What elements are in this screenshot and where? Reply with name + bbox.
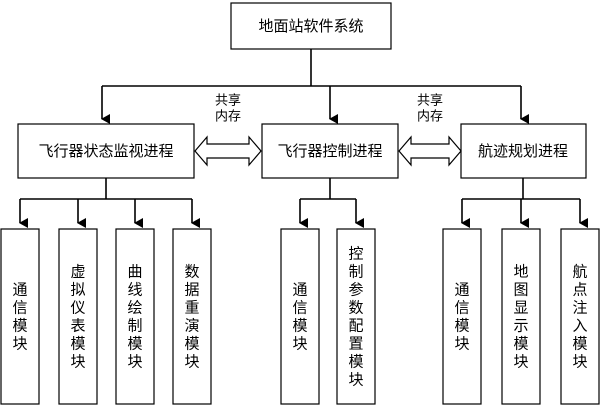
- root-label: 地面站软件系统: [258, 17, 363, 35]
- module-box: [501, 228, 541, 405]
- double-arrow-icon: [398, 135, 462, 167]
- module-box: [442, 228, 482, 405]
- module-label: 通信模块: [454, 281, 469, 353]
- module-control-0: 通信模块: [280, 228, 320, 405]
- module-planning-1: 地图显示模块: [501, 228, 541, 405]
- module-control-1: 控制参数配置模块: [336, 228, 376, 405]
- shared-memory-left: 共享 内存: [194, 93, 262, 167]
- module-label: 曲线绘制模块: [127, 263, 142, 371]
- shared-memory-right: 共享 内存: [398, 93, 462, 167]
- module-label: 地图显示模块: [513, 263, 528, 371]
- process-monitor-label: 飞行器状态监视进程: [38, 142, 173, 160]
- shared-memory-right-line1: 共享: [417, 93, 443, 109]
- process-control: 飞行器控制进程: [261, 123, 399, 179]
- process-monitor: 飞行器状态监视进程: [17, 123, 195, 179]
- root-node: 地面站软件系统: [230, 2, 392, 50]
- planning-connector: [461, 178, 588, 228]
- module-boxes: 通信模块 虚拟仪表模块 曲线绘制模块 数据重演模块 通信模块 控制参数配置模块 通信模块 地图…: [0, 228, 600, 405]
- module-label: 控制参数配置模块: [348, 245, 363, 389]
- module-box: [58, 228, 98, 405]
- module-box: [115, 228, 155, 405]
- process-control-label: 飞行器控制进程: [277, 142, 382, 160]
- module-box: [280, 228, 320, 405]
- monitor-connector: [19, 178, 200, 228]
- module-label: 数据重演模块: [184, 263, 199, 371]
- module-monitor-0: 通信模块: [0, 228, 40, 405]
- module-box: [560, 228, 600, 405]
- module-label: 航点注入模块: [572, 263, 587, 371]
- module-label: 通信模块: [12, 281, 27, 353]
- module-label: 虚拟仪表模块: [70, 263, 85, 371]
- module-box: [172, 228, 212, 405]
- double-arrow-icon: [194, 135, 262, 167]
- module-box: [0, 228, 40, 405]
- shared-memory-right-line2: 内存: [417, 109, 443, 125]
- shared-memory-left-line1: 共享: [215, 93, 241, 109]
- root-connector: [101, 49, 529, 124]
- control-connector: [299, 178, 364, 228]
- shared-memory-left-line2: 内存: [215, 109, 241, 125]
- module-planning-2: 航点注入模块: [560, 228, 600, 405]
- module-box: [336, 228, 376, 405]
- process-planning-label: 航迹规划进程: [478, 142, 568, 160]
- module-label: 通信模块: [292, 281, 307, 353]
- module-planning-0: 通信模块: [442, 228, 482, 405]
- module-monitor-2: 曲线绘制模块: [115, 228, 155, 405]
- process-planning: 航迹规划进程: [460, 123, 587, 179]
- module-monitor-1: 虚拟仪表模块: [58, 228, 98, 405]
- module-monitor-3: 数据重演模块: [172, 228, 212, 405]
